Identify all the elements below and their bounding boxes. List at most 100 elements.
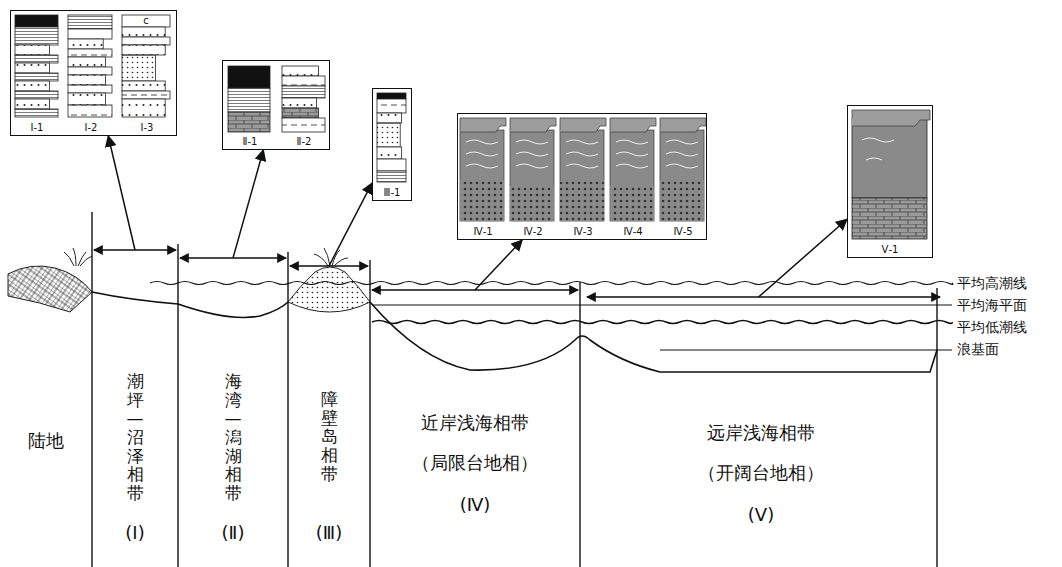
rock-texture: [510, 186, 554, 221]
rock-cap: [560, 118, 606, 132]
fossil-trace: [516, 152, 548, 156]
strata-bed: [68, 15, 112, 29]
fossil-trace: [666, 140, 698, 144]
fossil-trace: [466, 164, 498, 168]
strata-bed: [15, 27, 58, 45]
strata-bed: [68, 85, 112, 93]
column-label: Ⅱ-2: [296, 136, 313, 148]
strata-bed: [377, 159, 406, 171]
strata-bed: [68, 67, 112, 75]
strata-bed: [282, 86, 325, 98]
strata-bed: [282, 66, 319, 76]
pointer-arrow: [108, 136, 135, 250]
strata-bed: [282, 108, 319, 118]
strata-bed: [122, 45, 165, 55]
rock-texture: [660, 180, 704, 221]
strata-bed: [15, 45, 49, 55]
fossil-trace: [466, 152, 498, 156]
column-label: Ⅴ-1: [881, 244, 900, 256]
column-label: Ⅲ-1: [383, 187, 402, 199]
rock-texture: [460, 180, 504, 221]
fossil-trace: [466, 140, 498, 144]
strata-bed: [228, 112, 270, 132]
rock-column: [660, 130, 704, 221]
strata-bed: [228, 66, 270, 88]
strata-bed: [282, 118, 325, 132]
strata-bed: [228, 88, 270, 112]
grass-tuft: [64, 248, 92, 266]
rock-cap: [660, 118, 706, 132]
strata-bed: [68, 93, 105, 105]
mean-sea-level-line: [372, 304, 952, 305]
fossil-trace: [666, 164, 698, 168]
pointer-arrow: [475, 240, 522, 290]
rock-texture: [610, 186, 654, 221]
zone-label: 障壁岛相带: [321, 390, 338, 483]
zone-label: (Ⅴ): [748, 504, 774, 526]
fossil-trace: [566, 164, 598, 168]
fossil-trace: [566, 152, 598, 156]
rock-cap: [510, 118, 556, 132]
inset-box: Ⅰ-1Ⅰ-2Ⅰ-3: [10, 10, 177, 136]
strata-columns: [15, 15, 930, 239]
fossil-trace: [566, 140, 598, 144]
line-label: 平均高潮线: [957, 275, 1027, 291]
strata-bed: [15, 109, 58, 117]
wave-base-line: [660, 349, 952, 350]
strata-bed: [282, 98, 316, 108]
zone-label: 陆地: [28, 430, 64, 452]
rock-column: [610, 130, 654, 221]
barrier-island: [288, 267, 370, 312]
strata-bed: [15, 81, 49, 91]
strata-bed: [68, 75, 105, 85]
strata-bed: [122, 91, 170, 99]
pointer-arrow: [329, 183, 372, 266]
strata-bed: [377, 147, 402, 159]
strata-bed: [377, 99, 406, 113]
rock-cap: [610, 118, 656, 132]
line-label: 平均低潮线: [957, 319, 1027, 335]
zone-dividers: [92, 212, 937, 567]
column-label: Ⅰ-2: [84, 122, 99, 134]
strata-bed: [68, 39, 103, 49]
zone-label: （开阔台地相）: [698, 462, 824, 484]
strata-bed: [68, 49, 112, 57]
column-label: Ⅰ-3: [140, 122, 155, 134]
zone-label: 海湾—潟湖相带: [225, 372, 242, 503]
inset-box: Ⅳ-1Ⅳ-2Ⅳ-3Ⅳ-4Ⅳ-5: [457, 113, 707, 240]
strata-bed: [122, 99, 165, 117]
zone-label: (Ⅰ): [125, 522, 144, 544]
fossil-trace: [516, 164, 548, 168]
span-arrows: [94, 250, 940, 297]
strata-bed: [377, 93, 406, 99]
zone-label: (Ⅲ): [316, 522, 342, 544]
rock-texture: [560, 180, 604, 221]
strata-bed: [122, 81, 165, 91]
rock-column: [460, 130, 504, 221]
strata-symbol: c: [143, 15, 149, 27]
strata-bed: [122, 55, 156, 81]
fossil-trace: [616, 164, 648, 168]
strata-bed: [377, 113, 402, 123]
fossil-trace: [616, 140, 648, 144]
zone-label: (Ⅳ): [460, 494, 491, 516]
strata-bed: [15, 91, 58, 99]
strata-bed: [15, 15, 58, 27]
land-hatch: [8, 266, 92, 312]
low-tide-line: [372, 321, 952, 324]
strata-bed: [68, 57, 105, 67]
pointer-arrow: [759, 219, 848, 297]
facies-zone: 潮坪—沼泽相带 (Ⅰ): [92, 250, 178, 567]
strata-bed: [122, 37, 170, 45]
fossil-trace: [616, 152, 648, 156]
line-label: 平均海平面: [957, 297, 1027, 313]
facies-zone: 海湾—潟湖相带(Ⅱ): [178, 258, 288, 567]
zone-label: 潮坪—沼泽相带: [127, 372, 144, 503]
high-tide-line: [150, 282, 953, 285]
strata-bed: [68, 105, 112, 117]
rock-column: [560, 130, 604, 221]
strata-bed: [15, 55, 58, 63]
